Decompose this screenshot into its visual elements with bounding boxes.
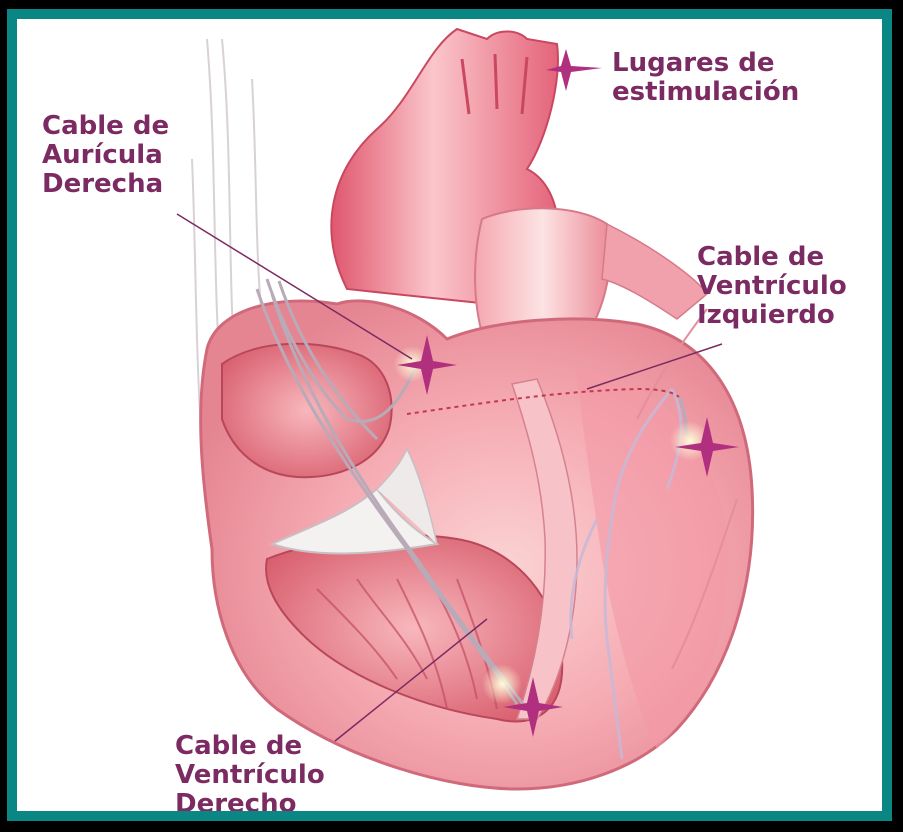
- legend-label-line1: Lugares de: [612, 49, 799, 78]
- label-line: Izquierdo: [697, 301, 847, 330]
- label-line: Derecha: [42, 170, 169, 199]
- legend-label-line2: estimulación: [612, 78, 799, 107]
- label-line: Cable de: [697, 243, 847, 272]
- label-left-ventricle-lead: Cable de Ventrículo Izquierdo: [697, 243, 847, 330]
- label-right-atrium-lead: Cable de Aurícula Derecha: [42, 112, 169, 199]
- label-line: Derecho: [175, 790, 325, 819]
- label-line: Cable de: [42, 112, 169, 141]
- pacing-site-star-icon: [544, 47, 604, 93]
- label-right-ventricle-lead: Cable de Ventrículo Derecho: [175, 732, 325, 819]
- diagram-panel: Lugares de estimulación Cable de Aurícul…: [7, 9, 892, 821]
- label-line: Cable de: [175, 732, 325, 761]
- label-line: Ventrículo: [175, 761, 325, 790]
- label-line: Ventrículo: [697, 272, 847, 301]
- label-line: Aurícula: [42, 141, 169, 170]
- legend-label: Lugares de estimulación: [612, 49, 799, 107]
